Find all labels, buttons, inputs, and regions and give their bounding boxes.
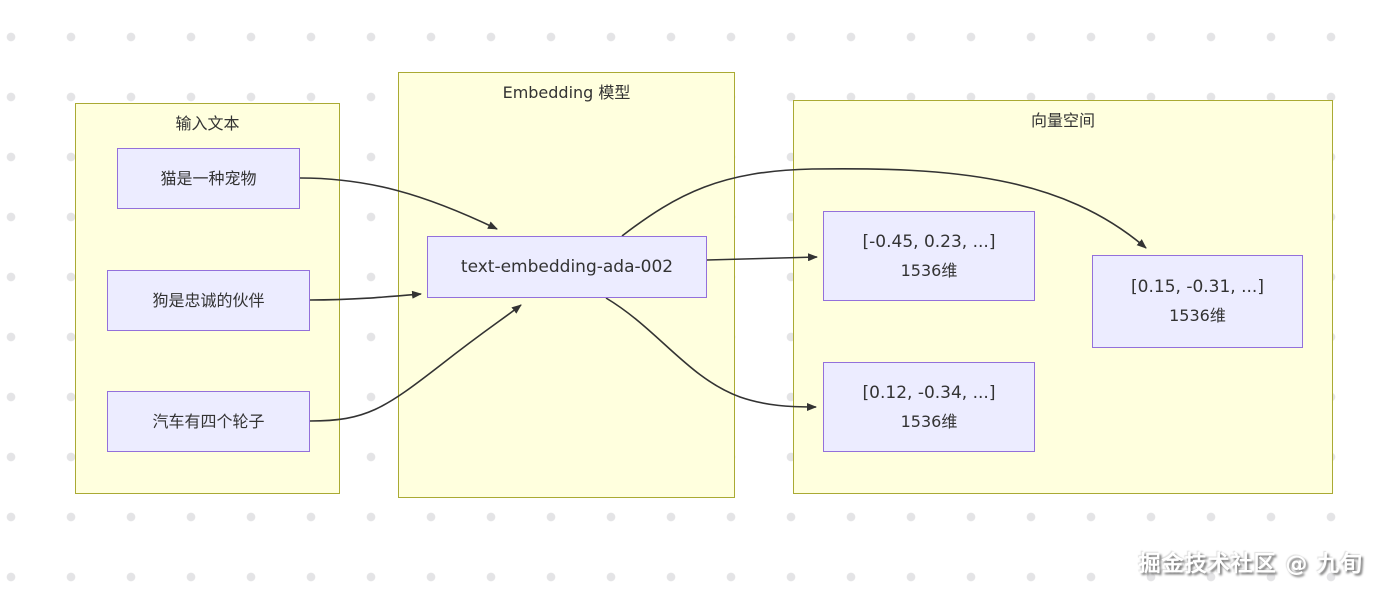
cluster-input-title: 输入文本 (175, 114, 240, 133)
node-input-cat-label: 猫是一种宠物 (160, 168, 257, 188)
node-input-dog-label: 狗是忠诚的伙伴 (152, 290, 265, 310)
node-input-dog: 狗是忠诚的伙伴 (107, 270, 310, 331)
cluster-vector-title: 向量空间 (1030, 111, 1095, 130)
node-input-car: 汽车有四个轮子 (107, 391, 310, 452)
node-vector-dog-dim: 1536维 (1169, 306, 1226, 326)
node-vector-car-dim: 1536维 (900, 411, 958, 431)
edge-car-to-model (309, 304, 522, 422)
node-input-car-label: 汽车有四个轮子 (152, 411, 265, 431)
node-input-cat: 猫是一种宠物 (117, 148, 300, 209)
cluster-model-title: Embedding 模型 (502, 83, 631, 102)
node-vector-cat-values: [-0.45, 0.23, ...] (862, 231, 996, 252)
edge-model-to-vec-car (605, 297, 817, 411)
edge-model-to-vec-cat (706, 253, 818, 262)
node-embedding-model-label: text-embedding-ada-002 (460, 256, 674, 277)
node-vector-cat-dim: 1536维 (900, 260, 958, 280)
node-vector-dog-values: [0.15, -0.31, ...] (1131, 277, 1264, 298)
edge-dog-to-model (309, 290, 422, 301)
node-vector-dog: [0.15, -0.31, ...] 1536维 (1092, 255, 1303, 348)
node-vector-car: [0.12, -0.34, ...] 1536维 (823, 362, 1035, 452)
node-vector-car-values: [0.12, -0.34, ...] (862, 382, 996, 403)
edge-cat-to-model (299, 177, 498, 230)
edge-model-to-vec-dog (621, 167, 1147, 249)
node-embedding-model: text-embedding-ada-002 (427, 236, 707, 298)
watermark: 掘金技术社区 @ 九旬 (1138, 552, 1363, 577)
node-vector-cat: [-0.45, 0.23, ...] 1536维 (823, 211, 1035, 301)
